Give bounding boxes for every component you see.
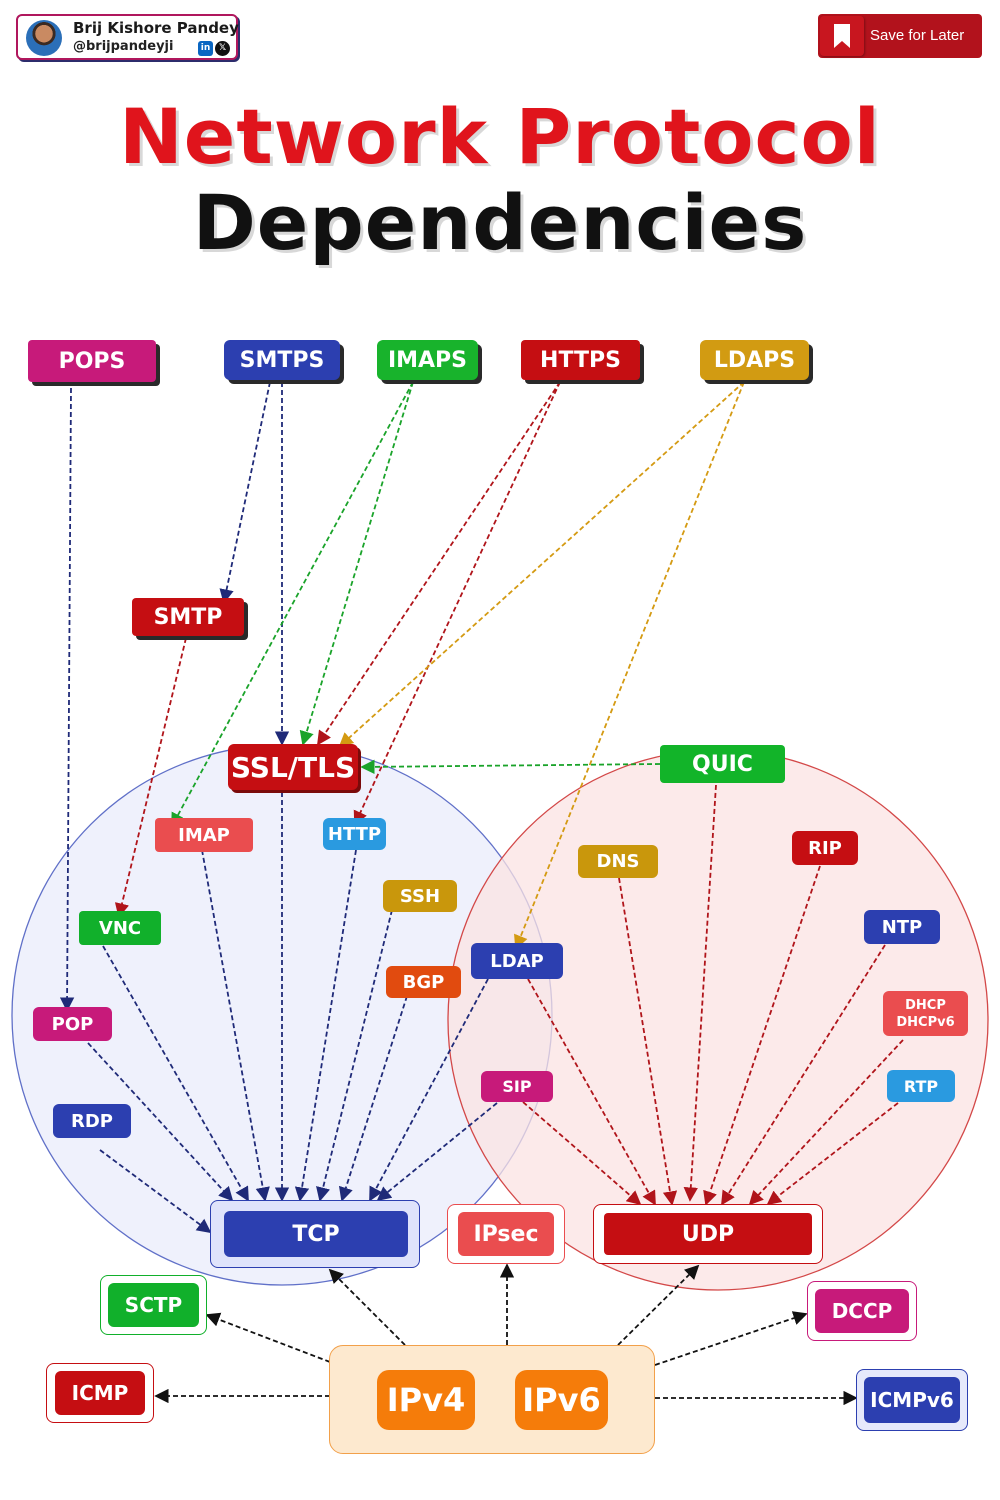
dhcp-box[interactable]: DHCP DHCPv6	[883, 991, 968, 1036]
pop-box[interactable]: POP	[33, 1007, 112, 1041]
https-box[interactable]: HTTPS	[521, 340, 640, 380]
ntp-box[interactable]: NTP	[864, 910, 940, 944]
tcp-box[interactable]: TCP	[224, 1211, 408, 1257]
author-card[interactable]: Brij Kishore Pandey @brijpandeyji in 𝕏	[16, 14, 239, 60]
ldaps-box[interactable]: LDAPS	[700, 340, 809, 380]
rdp-box[interactable]: RDP	[53, 1104, 131, 1138]
imaps-box[interactable]: IMAPS	[377, 340, 478, 380]
x-icon[interactable]: 𝕏	[215, 41, 230, 56]
dns-box[interactable]: DNS	[578, 845, 658, 878]
avatar	[26, 20, 62, 56]
sctp-box[interactable]: SCTP	[108, 1283, 199, 1327]
ipsec-box[interactable]: IPsec	[458, 1212, 554, 1256]
bookmark-icon	[820, 16, 864, 56]
http-box[interactable]: HTTP	[323, 818, 386, 850]
imap-box[interactable]: IMAP	[155, 818, 253, 852]
dhcpv6-label: DHCPv6	[896, 1014, 955, 1030]
save-label: Save for Later	[870, 27, 965, 44]
page-title-line1: Network Protocol	[119, 92, 881, 181]
vnc-box[interactable]: VNC	[79, 911, 161, 945]
udp-box[interactable]: UDP	[604, 1213, 812, 1255]
icmpv6-box[interactable]: ICMPv6	[864, 1377, 960, 1423]
ipv4-box[interactable]: IPv4	[377, 1370, 475, 1430]
bgp-box[interactable]: BGP	[386, 966, 461, 998]
author-name: Brij Kishore Pandey	[73, 19, 239, 37]
rtp-box[interactable]: RTP	[887, 1070, 955, 1102]
rip-box[interactable]: RIP	[792, 831, 858, 865]
author-handle: @brijpandeyji	[73, 39, 174, 54]
linkedin-icon[interactable]: in	[198, 41, 213, 56]
page-title-line2: Dependencies	[192, 178, 808, 267]
save-for-later-button[interactable]: Save for Later	[818, 14, 982, 58]
ssl-tls-box[interactable]: SSL/TLS	[228, 744, 358, 790]
dccp-box[interactable]: DCCP	[815, 1289, 909, 1333]
icmp-box[interactable]: ICMP	[55, 1371, 145, 1415]
smtps-box[interactable]: SMTPS	[224, 340, 340, 380]
pops-box[interactable]: POPS	[28, 340, 156, 382]
smtp-box[interactable]: SMTP	[132, 598, 244, 636]
ldap-box[interactable]: LDAP	[471, 943, 563, 979]
dhcp-label: DHCP	[905, 997, 946, 1013]
ipv6-box[interactable]: IPv6	[515, 1370, 608, 1430]
sip-box[interactable]: SIP	[481, 1071, 553, 1102]
quic-box[interactable]: QUIC	[660, 745, 785, 783]
ssh-box[interactable]: SSH	[383, 880, 457, 912]
